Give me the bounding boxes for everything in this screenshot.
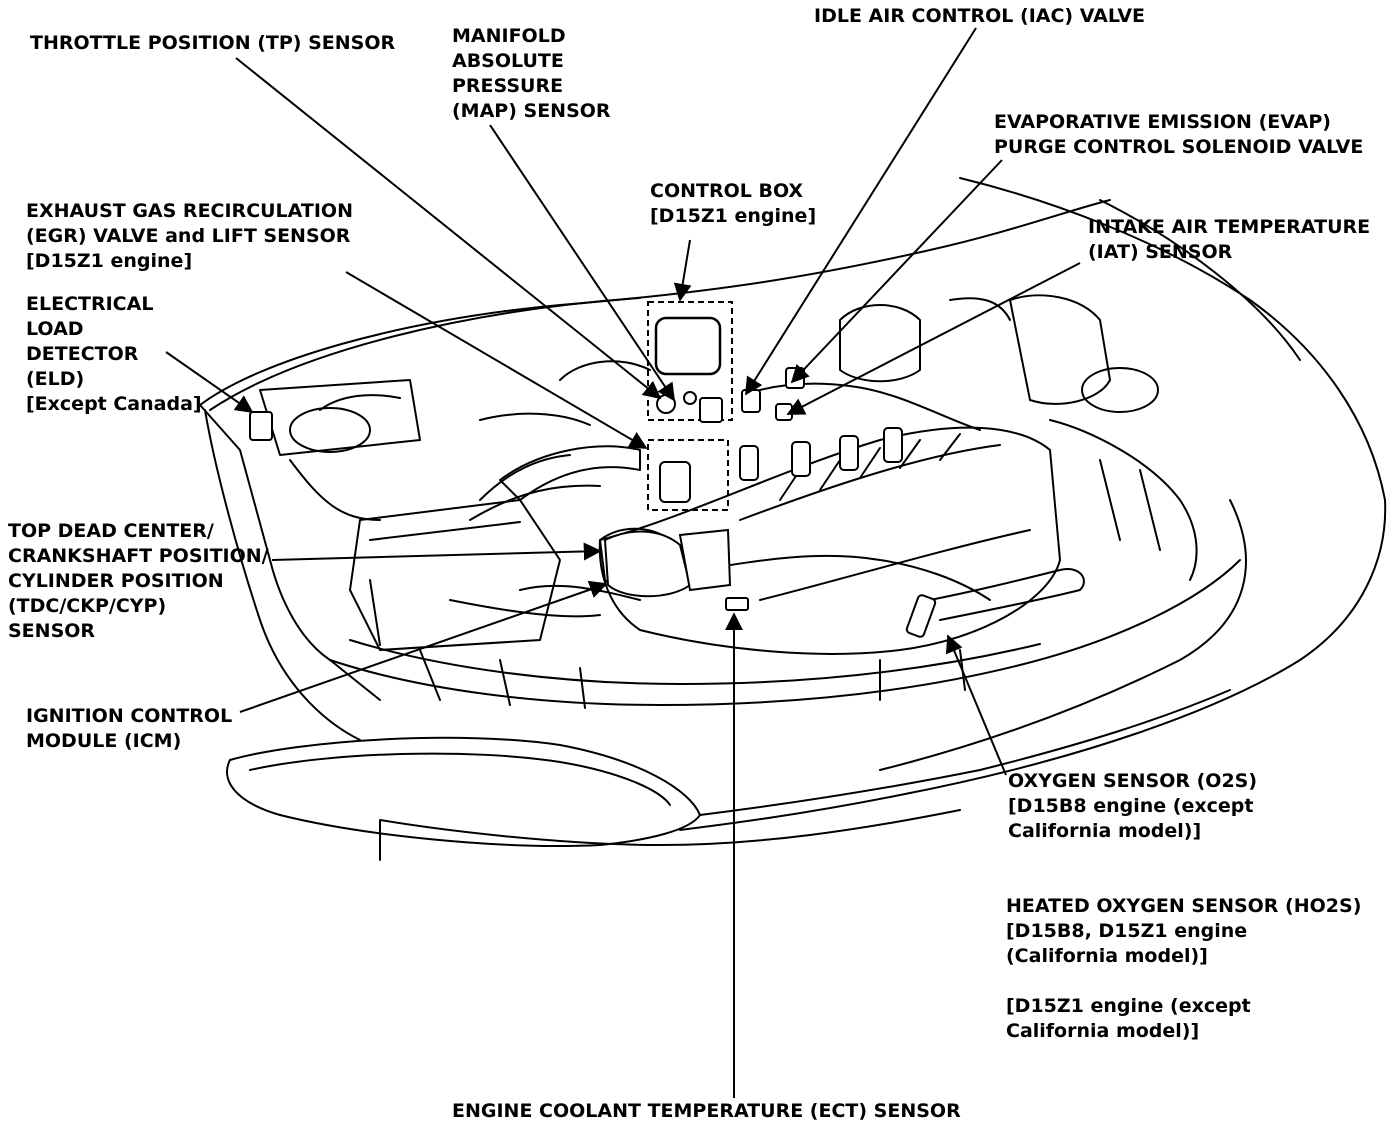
- label-line: OXYGEN SENSOR (O2S): [1008, 770, 1258, 792]
- label-line: [D15Z1 engine]: [650, 205, 817, 227]
- leader-control-box: [673, 239, 692, 302]
- label-line: (TDC/CKP/CYP): [8, 595, 167, 617]
- label-line: TOP DEAD CENTER/: [8, 520, 214, 542]
- label-line: PURGE CONTROL SOLENOID VALVE: [994, 136, 1364, 158]
- label-line: California model)]: [1008, 820, 1202, 842]
- label-line: MANIFOLD: [452, 25, 566, 47]
- leader-eld: [165, 351, 254, 414]
- label-line: IGNITION CONTROL: [26, 705, 233, 727]
- leader-tp-sensor: [235, 57, 662, 400]
- leader-egr-valve: [345, 271, 648, 449]
- label-icm: IGNITION CONTROL MODULE (ICM): [26, 704, 232, 754]
- label-line: MODULE (ICM): [26, 730, 182, 752]
- label-control-box: CONTROL BOX [D15Z1 engine]: [650, 179, 816, 229]
- iat-sensor-component: [775, 403, 793, 421]
- label-line: (MAP) SENSOR: [452, 100, 611, 122]
- label-iat-sensor: INTAKE AIR TEMPERATURE (IAT) SENSOR: [1088, 215, 1370, 265]
- car-body-outline: [199, 177, 1387, 861]
- label-line: (ELD): [26, 368, 85, 390]
- label-line: PRESSURE: [452, 75, 564, 97]
- label-evap-valve: EVAPORATIVE EMISSION (EVAP) PURGE CONTROL…: [994, 110, 1363, 160]
- label-o2-sensor: OXYGEN SENSOR (O2S) [D15B8 engine (except…: [1008, 769, 1257, 844]
- label-line: [D15B8 engine (except: [1008, 795, 1254, 817]
- label-line: [D15B8, D15Z1 engine: [1006, 920, 1248, 942]
- label-ect-sensor: ENGINE COOLANT TEMPERATURE (ECT) SENSOR: [452, 1099, 961, 1124]
- ect-sensor-component: [725, 597, 749, 611]
- label-line: EVAPORATIVE EMISSION (EVAP): [994, 111, 1331, 133]
- label-line: IDLE AIR CONTROL (IAC) VALVE: [814, 5, 1146, 27]
- label-line: INTAKE AIR TEMPERATURE: [1088, 216, 1371, 238]
- leader-o2-sensor: [945, 634, 1007, 776]
- label-line: EXHAUST GAS RECIRCULATION: [26, 200, 353, 222]
- label-line: THROTTLE POSITION (TP) SENSOR: [30, 32, 396, 54]
- leader-lines: [165, 27, 1081, 1098]
- distributor-component: [603, 530, 692, 598]
- leader-tdc-sensor: [271, 542, 602, 561]
- o2-sensor-component: [905, 594, 937, 638]
- components: [249, 367, 937, 638]
- leader-iat-sensor: [786, 262, 1081, 415]
- label-line: [Except Canada]: [26, 393, 202, 415]
- label-line: CYLINDER POSITION: [8, 570, 224, 592]
- label-line: (IAT) SENSOR: [1088, 241, 1233, 263]
- label-line: (EGR) VALVE and LIFT SENSOR: [26, 225, 351, 247]
- control-box-outline: [647, 301, 733, 511]
- label-line: CONTROL BOX: [650, 180, 804, 202]
- label-line: California model)]: [1006, 1020, 1200, 1042]
- label-line: HEATED OXYGEN SENSOR (HO2S): [1006, 895, 1362, 917]
- label-line: CRANKSHAFT POSITION/: [8, 545, 269, 567]
- label-line: SENSOR: [8, 620, 96, 642]
- leader-map-sensor: [489, 124, 676, 402]
- label-line: ELECTRICAL: [26, 293, 154, 315]
- label-line: LOAD: [26, 318, 84, 340]
- label-line: [D15Z1 engine]: [26, 250, 193, 272]
- label-line: ABSOLUTE: [452, 50, 564, 72]
- label-line: ENGINE COOLANT TEMPERATURE (ECT) SENSOR: [452, 1100, 961, 1122]
- label-map-sensor: MANIFOLD ABSOLUTE PRESSURE (MAP) SENSOR: [452, 24, 611, 124]
- label-line: [D15Z1 engine (except: [1006, 995, 1251, 1017]
- label-line: DETECTOR: [26, 343, 139, 365]
- label-tdc-sensor: TOP DEAD CENTER/CRANKSHAFT POSITION/CYLI…: [8, 519, 269, 644]
- label-egr-valve: EXHAUST GAS RECIRCULATION (EGR) VALVE and…: [26, 199, 353, 274]
- leader-iac-valve: [745, 27, 977, 396]
- egr-valve-component: [659, 461, 691, 503]
- label-iac-valve: IDLE AIR CONTROL (IAC) VALVE: [814, 4, 1145, 29]
- label-line: (California model)]: [1006, 945, 1208, 967]
- label-ho2s: HEATED OXYGEN SENSOR (HO2S) [D15B8, D15Z1…: [1006, 894, 1361, 969]
- iac-valve-component: [741, 389, 761, 413]
- leader-evap-valve: [790, 159, 1003, 384]
- leader-icm: [239, 580, 608, 713]
- label-throttle-position-sensor: THROTTLE POSITION (TP) SENSOR: [30, 31, 395, 56]
- label-eld: ELECTRICAL LOAD DETECTOR (ELD) [Except Canad…: [26, 292, 202, 417]
- eld-component: [249, 411, 273, 441]
